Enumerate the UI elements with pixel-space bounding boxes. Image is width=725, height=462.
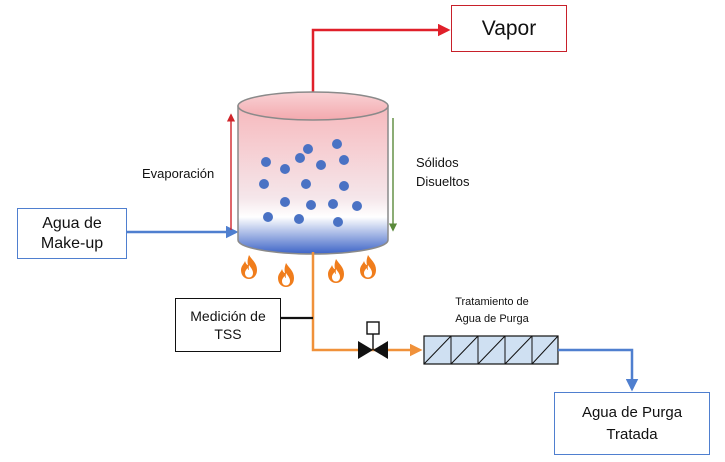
treated-label-line2: Tratada [606, 425, 658, 443]
solids-label-line2: Disueltos [416, 173, 470, 189]
treated-box: Agua de Purga Tratada [554, 392, 710, 455]
boiler-tank [237, 91, 389, 255]
treatment-label: Tratamiento de Agua de Purga [432, 294, 552, 328]
valve-icon [358, 321, 388, 359]
flame-icon [278, 263, 294, 287]
evaporation-label: Evaporación [142, 166, 215, 181]
flame-icon [360, 255, 376, 279]
treated-line [558, 348, 639, 392]
treated-label-line1: Agua de Purga [581, 403, 683, 421]
treatment-label-line1: Tratamiento de [455, 296, 529, 308]
makeup-label-line1: Agua de [42, 215, 102, 233]
solids-label: Sólidos Disueltos [416, 154, 469, 192]
makeup-label-line2: Make-up [40, 234, 104, 252]
flame-icon [241, 255, 257, 279]
vapor-label: Vapor [481, 16, 537, 40]
treatment-filter [423, 335, 559, 365]
treatment-label-line2: Agua de Purga [455, 313, 529, 326]
flames [241, 255, 376, 287]
tss-label-line2: TSS [214, 326, 242, 342]
vapor-line [311, 23, 451, 112]
makeup-box: Agua de Make-up [17, 208, 127, 259]
vapor-box: Vapor [451, 5, 567, 52]
dissolved-particles [259, 139, 362, 227]
flame-icon [328, 259, 344, 283]
tss-box: Medición de TSS [175, 298, 281, 352]
solids-label-line1: Sólidos [416, 155, 459, 170]
tss-label-line1: Medición de [190, 307, 266, 324]
